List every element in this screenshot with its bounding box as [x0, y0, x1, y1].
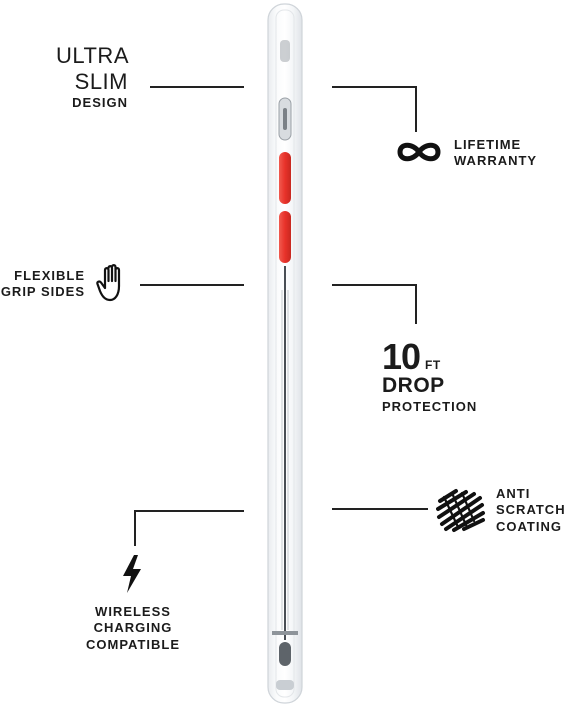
- drop-unit: FT: [425, 358, 441, 372]
- ultra-slim-line2: SLIM: [74, 68, 128, 94]
- scratch-connector: [332, 508, 428, 510]
- wireless-connector-h: [134, 510, 244, 512]
- ultra-slim-line1: ULTRA: [56, 43, 129, 68]
- lifetime-line2: WARRANTY: [454, 153, 538, 169]
- drop-connector-h: [332, 284, 416, 286]
- lightning-icon: [123, 555, 141, 593]
- drop-line2: DROP: [382, 374, 445, 397]
- lifetime-line1: LIFETIME: [454, 137, 522, 152]
- wireless-line2: CHARGING: [93, 620, 173, 636]
- drop-line3: PROTECTION: [382, 399, 478, 415]
- scratch-label: ANTI SCRATCH COATING: [496, 486, 566, 535]
- scratch-line2: SCRATCH: [496, 502, 566, 518]
- scribble-icon: [436, 489, 485, 532]
- hand-icon: [96, 264, 121, 302]
- lifetime-connector-h: [332, 86, 416, 88]
- grip-label: FLEXIBLE GRIP SIDES: [0, 268, 85, 301]
- wireless-label: WIRELESS CHARGING COMPATIBLE: [72, 604, 194, 653]
- grip-connector: [140, 284, 244, 286]
- scratch-line3: COATING: [496, 518, 562, 534]
- volume-down-button: [279, 211, 291, 263]
- ultra-slim-line3: DESIGN: [72, 95, 128, 110]
- wireless-connector-v: [134, 510, 136, 546]
- grip-line2: GRIP SIDES: [0, 284, 85, 300]
- lifetime-connector-v: [415, 86, 417, 132]
- drop-connector-v: [415, 284, 417, 324]
- drop-label: 10 FT DROP PROTECTION: [382, 334, 477, 416]
- wireless-line1: WIRELESS: [95, 604, 171, 619]
- wireless-line3: COMPATIBLE: [85, 636, 180, 652]
- phone-case-side-view: [267, 3, 303, 704]
- infinity-icon: [397, 142, 441, 162]
- volume-up-button: [279, 152, 291, 204]
- ultra-slim-label: ULTRA SLIM DESIGN: [56, 42, 129, 111]
- lifetime-label: LIFETIME WARRANTY: [454, 137, 537, 170]
- scratch-line1: ANTI: [496, 486, 531, 501]
- ultra-slim-connector: [150, 86, 244, 88]
- grip-line1: FLEXIBLE: [14, 268, 85, 283]
- drop-big-number: 10: [382, 336, 421, 377]
